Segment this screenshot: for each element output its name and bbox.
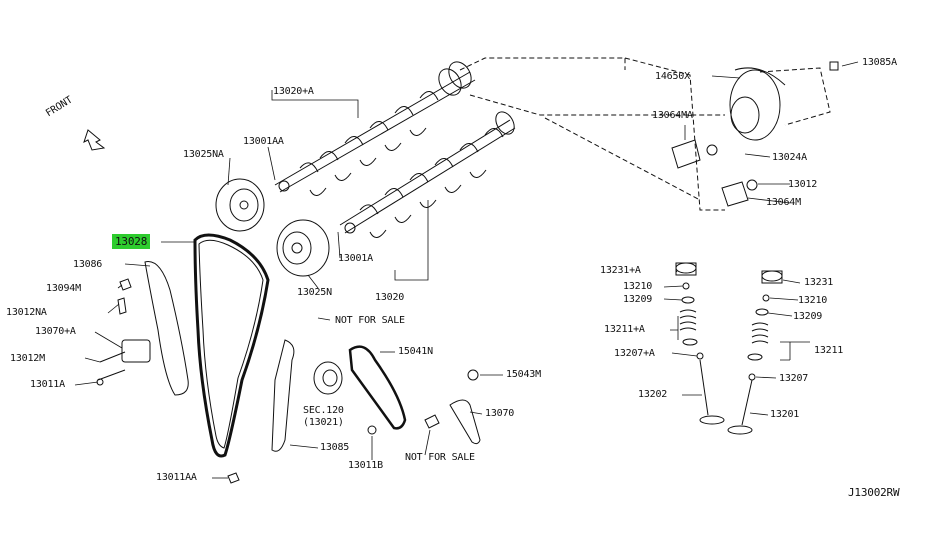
part-13028-text: 13028 — [112, 234, 151, 249]
part-13211A[interactable]: 13211+A — [604, 324, 645, 335]
part-13211[interactable]: 13211 — [814, 345, 844, 356]
slack-guide — [271, 339, 295, 452]
intake-camshaft — [274, 61, 476, 196]
exhaust-sprocket — [276, 219, 330, 277]
oil-pump-chain — [313, 345, 407, 435]
part-13011A[interactable]: 13011A — [30, 379, 65, 390]
part-13085[interactable]: 13085 — [320, 442, 350, 453]
bolts-left — [117, 278, 240, 484]
valve-train-right — [727, 270, 783, 435]
part-15041N[interactable]: 15041N — [398, 346, 433, 357]
part-13028[interactable]: 13028 — [112, 234, 151, 249]
part-13094M[interactable]: 13094M — [46, 283, 81, 294]
timing-chain — [193, 233, 270, 458]
part-13012[interactable]: 13012 — [788, 179, 818, 190]
leader-lines — [74, 61, 859, 479]
part-13064M[interactable]: 13064M — [766, 197, 801, 208]
part-14650X[interactable]: 14650X — [655, 71, 690, 82]
part-13020[interactable]: 13020 — [375, 292, 405, 303]
chain-tensioner — [96, 339, 151, 386]
not-for-sale-1: NOT FOR SALE — [335, 315, 405, 326]
sec-120-sub-label: (13021) — [303, 417, 344, 428]
part-13207[interactable]: 13207 — [779, 373, 809, 384]
part-13012NA[interactable]: 13012NA — [6, 307, 47, 318]
part-13064MA[interactable]: 13064MA — [652, 110, 693, 121]
part-13012M[interactable]: 13012M — [10, 353, 45, 364]
part-13020A[interactable]: 13020+A — [273, 86, 314, 97]
tensioner-guide — [144, 261, 189, 396]
part-13086[interactable]: 13086 — [73, 259, 103, 270]
sec-120-label[interactable]: SEC.120 — [303, 405, 344, 416]
part-13070A[interactable]: 13070+A — [35, 326, 76, 337]
part-13210-left[interactable]: 13210 — [623, 281, 653, 292]
part-13210-right[interactable]: 13210 — [798, 295, 828, 306]
part-13201[interactable]: 13201 — [770, 409, 800, 420]
part-13209-left[interactable]: 13209 — [623, 294, 653, 305]
part-13231[interactable]: 13231 — [804, 277, 834, 288]
part-13202[interactable]: 13202 — [638, 389, 668, 400]
exhaust-camshaft — [339, 111, 516, 238]
part-13025NA[interactable]: 13025NA — [183, 149, 224, 160]
part-13085A[interactable]: 13085A — [862, 57, 897, 68]
part-13025N[interactable]: 13025N — [297, 287, 332, 298]
part-13011B[interactable]: 13011B — [348, 460, 383, 471]
diagram-code: J13002RW — [848, 486, 900, 499]
intake-sprocket — [215, 178, 265, 232]
vacuum-pump — [671, 61, 839, 207]
part-15043M[interactable]: 15043M — [506, 369, 541, 380]
not-for-sale-2: NOT FOR SALE — [405, 452, 475, 463]
oil-pump-tensioner — [424, 369, 481, 445]
part-13207A[interactable]: 13207+A — [614, 348, 655, 359]
part-13024A[interactable]: 13024A — [772, 152, 807, 163]
part-13231A[interactable]: 13231+A — [600, 265, 641, 276]
part-13070[interactable]: 13070 — [485, 408, 515, 419]
cam-cover-outline — [459, 57, 725, 116]
part-13209-right[interactable]: 13209 — [793, 311, 823, 322]
front-arrow-icon — [83, 129, 106, 151]
part-13011AA-bottom[interactable]: 13011AA — [156, 472, 197, 483]
valve-train-left — [675, 262, 725, 425]
part-13001AA-top[interactable]: 13001AA — [243, 136, 284, 147]
part-13001A[interactable]: 13001A — [338, 253, 373, 264]
